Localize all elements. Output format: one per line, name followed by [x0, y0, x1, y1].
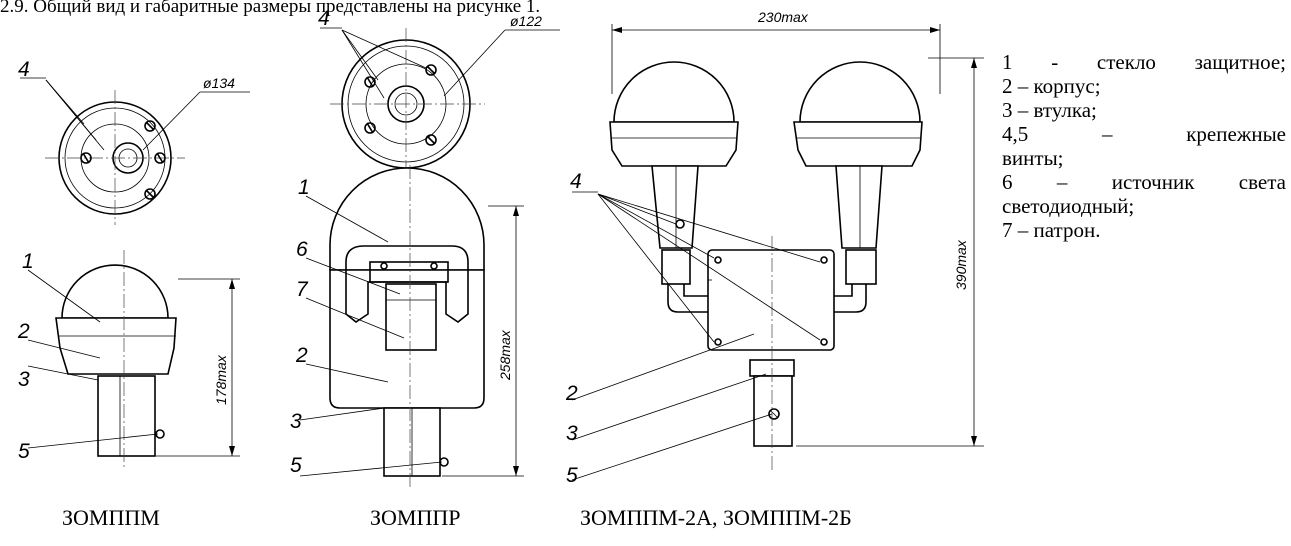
dim-h178: 178max	[213, 354, 229, 405]
callout-1-view2: 1	[298, 176, 310, 199]
variant-label-zomppm-2: ЗОМППМ-2А, ЗОМППМ-2Б	[580, 505, 852, 530]
view-zomppr-top	[320, 27, 560, 180]
legend-item-7: 7 – патрон.	[1002, 218, 1101, 242]
callout-2-view1: 2	[17, 320, 30, 343]
callout-5-view3: 5	[566, 464, 578, 487]
dim-h258: 258max	[497, 329, 513, 381]
legend-item-4-5-cont: винты;	[1002, 146, 1064, 170]
callout-1-view1: 1	[22, 250, 34, 273]
callout-5-view1: 5	[18, 440, 30, 463]
callout-4-view2: 4	[318, 7, 330, 30]
legend-item-1: 1 - стекло защитное;	[1002, 50, 1286, 74]
legend-item-6: 6 – источник света	[1002, 170, 1286, 194]
dim-h390: 390max	[953, 239, 969, 290]
legend-item-3: 3 – втулка;	[1002, 98, 1097, 122]
parts-legend: 1 - стекло защитное; 2 – корпус; 3 – вту…	[1002, 50, 1286, 242]
callout-2-view2: 2	[295, 344, 308, 367]
callout-4-view1: 4	[18, 58, 30, 81]
dim-d134: ø134	[203, 75, 235, 91]
legend-item-2: 2 – корпус;	[1002, 74, 1101, 98]
legend-item-6-cont: светодиодный;	[1002, 194, 1135, 218]
view-zomppm2-side	[571, 24, 984, 481]
figure-caption: 2.9. Общий вид и габаритные размеры пред…	[0, 0, 541, 17]
view-zomppm-side	[27, 250, 240, 470]
variant-label-zomppm: ЗОМППМ	[62, 505, 160, 530]
dim-d122: ø122	[510, 13, 542, 29]
dim-w230: 230max	[757, 9, 809, 25]
callout-2-view3: 2	[565, 382, 578, 405]
variant-label-zomppr: ЗОМППР	[370, 505, 461, 530]
callout-4-view3: 4	[570, 170, 582, 193]
callout-7-view2: 7	[296, 278, 309, 301]
callout-6-view2: 6	[296, 238, 308, 261]
legend-item-4-5: 4,5 – крепежные	[1002, 122, 1286, 146]
view-zomppm-top	[20, 77, 250, 225]
view-zomppr-side	[299, 165, 524, 490]
callout-3-view2: 3	[290, 410, 302, 433]
callout-5-view2: 5	[290, 454, 302, 477]
callout-3-view1: 3	[18, 368, 30, 391]
callout-3-view3: 3	[566, 422, 578, 445]
